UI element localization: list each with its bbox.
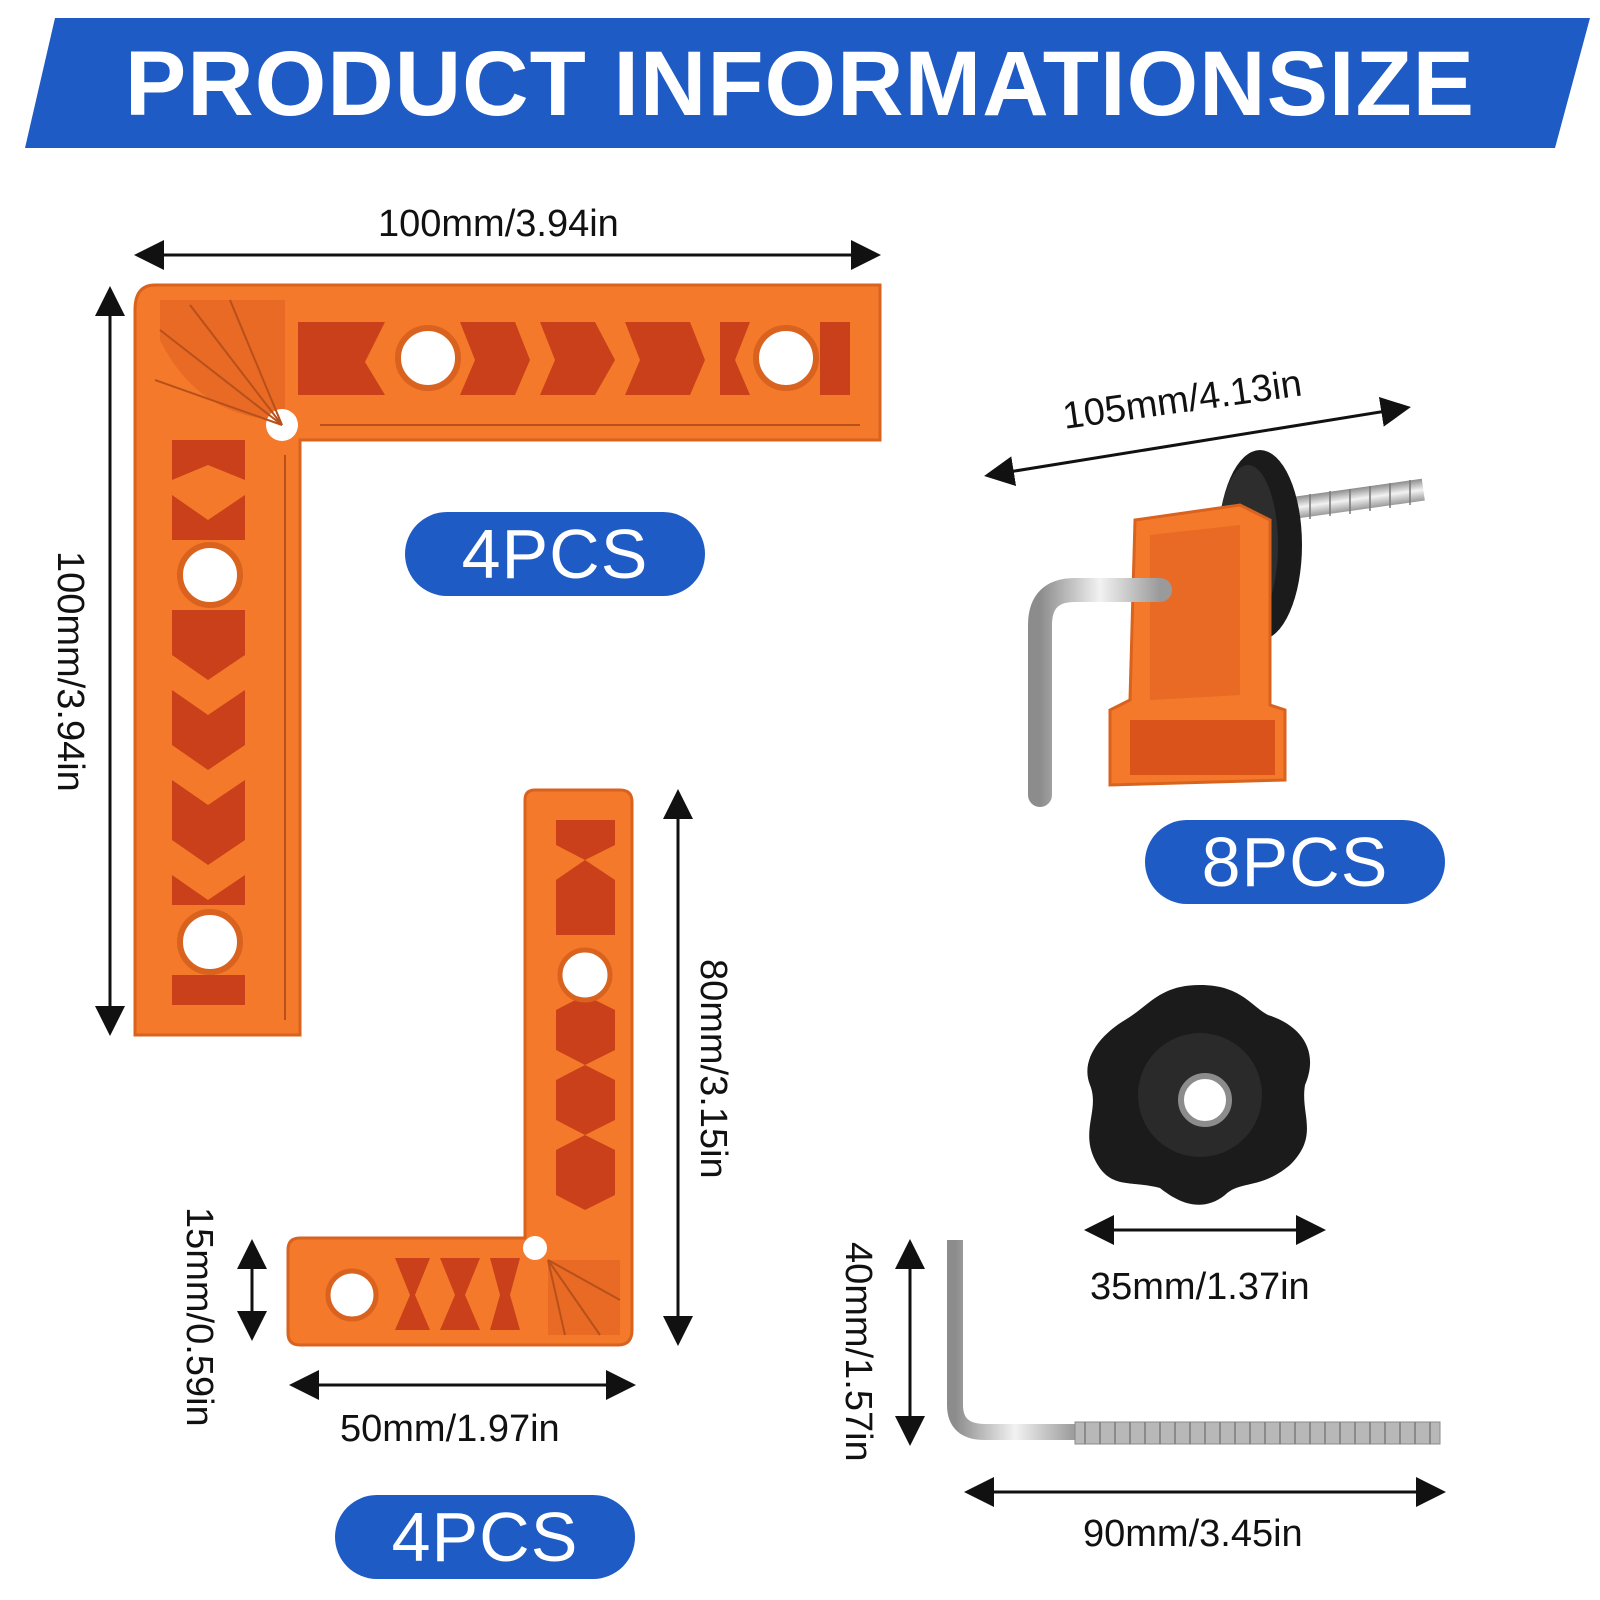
clamp-qty-badge: 8PCS (1145, 820, 1445, 904)
small-bracket-height-label: 80mm/3.15in (692, 959, 734, 1179)
large-bracket-height-label: 100mm/3.94in (49, 551, 91, 792)
knob-diameter-label: 35mm/1.37in (1090, 1266, 1310, 1308)
small-bracket-thickness-label: 15mm/0.59in (178, 1207, 220, 1427)
large-corner-bracket (133, 283, 882, 1037)
star-knob (1087, 985, 1311, 1205)
small-bracket-width-label: 50mm/1.97in (340, 1408, 560, 1450)
small-corner-bracket (286, 788, 634, 1347)
small-bracket-qty-badge: 4PCS (335, 1495, 635, 1579)
rod-length-label: 90mm/3.45in (1083, 1513, 1303, 1555)
threaded-l-rod (947, 1240, 1441, 1445)
large-bracket-width-label: 100mm/3.94in (378, 203, 619, 245)
title-banner (25, 18, 1590, 148)
rod-height-label: 40mm/1.57in (837, 1242, 879, 1462)
large-bracket-qty-badge: 4PCS (405, 512, 705, 596)
page-title: PRODUCT INFORMATIONSIZE (124, 32, 1476, 135)
corner-clamp (1028, 450, 1425, 807)
